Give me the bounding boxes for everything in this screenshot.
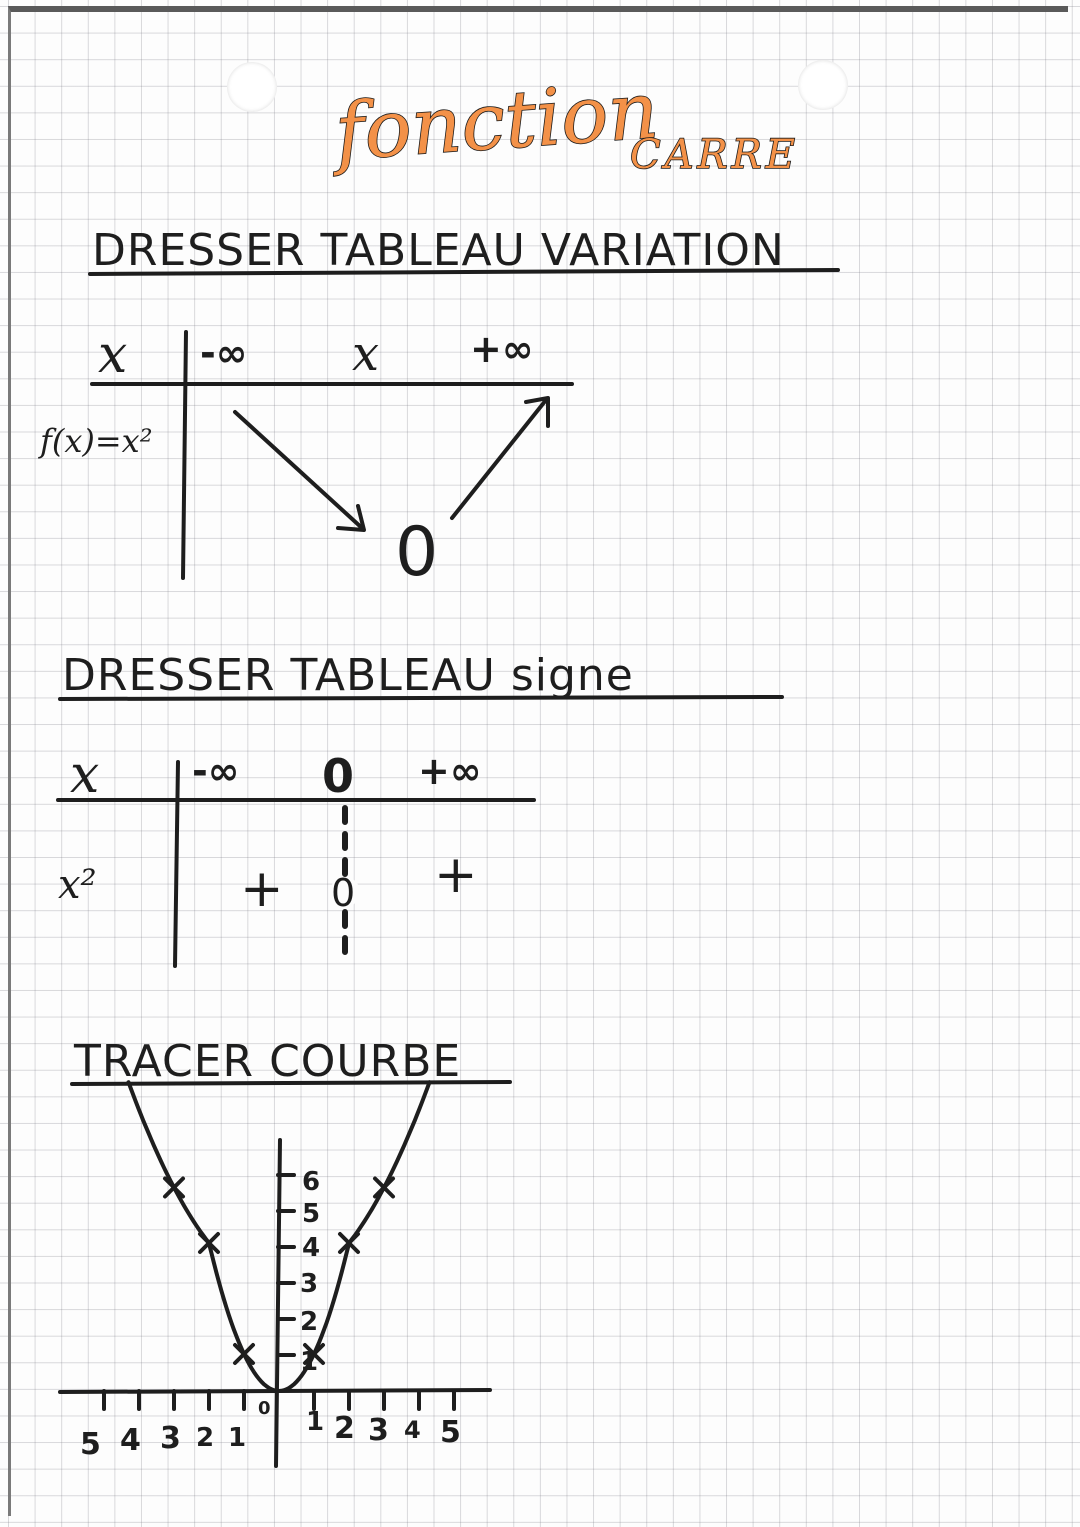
x-tick-label: 4 [120, 1423, 141, 1458]
sign-heading-underline [58, 695, 784, 701]
binder-hole-right [798, 60, 848, 110]
x-tick-label: 1 [228, 1423, 246, 1453]
sign-left-plus: + [240, 859, 284, 919]
y-tick-label: 3 [300, 1269, 318, 1299]
sign-row-label-x2: x² [58, 862, 97, 908]
curve-heading-underline [70, 1080, 512, 1086]
sign-right-plus: + [434, 845, 478, 905]
x-tick-label: 3 [160, 1421, 181, 1456]
x-tick-label: 3 [368, 1413, 389, 1448]
sign-heading: DRESSER TABLEAU signe [62, 650, 634, 701]
y-tick-label: 2 [300, 1307, 318, 1337]
x-tick-label: 5 [440, 1415, 461, 1450]
variation-minimum-value: 0 [395, 513, 438, 592]
point-cross-mark [163, 1176, 185, 1199]
decreasing-arrow-head [336, 504, 366, 532]
sign-col-plus-inf: +∞ [418, 749, 482, 793]
variation-col-minus-inf: -∞ [200, 331, 247, 375]
variation-heading: DRESSER TABLEAU VARIATION [92, 225, 785, 276]
point-cross-mark [373, 1176, 395, 1199]
decreasing-arrow-line [233, 410, 364, 530]
sign-table-vline [173, 760, 180, 968]
y-axis [274, 1138, 282, 1468]
increasing-arrow-line [450, 398, 548, 520]
point-cross-mark [198, 1232, 220, 1254]
y-tick-label: 5 [302, 1199, 320, 1229]
y-tick-label: 4 [302, 1233, 320, 1263]
parabola-curve [126, 1080, 432, 1393]
x-tick-label: 1 [306, 1407, 324, 1437]
variation-col-x: x [352, 326, 379, 382]
x-tick-label: 2 [334, 1411, 355, 1446]
point-cross-mark [303, 1343, 325, 1365]
increasing-arrow-head [524, 396, 550, 428]
sign-col-minus-inf: -∞ [192, 749, 239, 793]
x-tick-label: 4 [404, 1416, 421, 1444]
point-cross-mark [233, 1343, 255, 1365]
x-axis-ticks [102, 1389, 456, 1411]
variation-col-plus-inf: +∞ [470, 327, 534, 371]
variation-heading-underline [88, 268, 840, 276]
sign-zero-circle-bg [330, 877, 360, 907]
sign-col-zero: 0 [322, 749, 354, 803]
y-tick-label: 6 [302, 1167, 320, 1197]
marked-points [163, 1176, 395, 1365]
curve-heading: TRACER COURBE [73, 1036, 461, 1087]
y-axis-ticks [276, 1173, 296, 1357]
x-tick-label: 5 [80, 1427, 101, 1462]
title-word-fonction: fonction [327, 66, 661, 179]
x-tick-label: 2 [196, 1423, 214, 1453]
sign-zero-mark: 0 [331, 871, 355, 915]
x-origin-label: 0 [258, 1398, 271, 1419]
variation-row-label-x: x [98, 325, 127, 385]
variation-row-label-fx: f(x)=x² [38, 422, 153, 460]
sign-row-label-x: x [70, 745, 99, 805]
binder-hole-left [227, 62, 277, 112]
point-cross-mark [338, 1232, 360, 1254]
title-word-carre: CARRE [630, 132, 799, 178]
variation-table-vline [181, 330, 188, 580]
